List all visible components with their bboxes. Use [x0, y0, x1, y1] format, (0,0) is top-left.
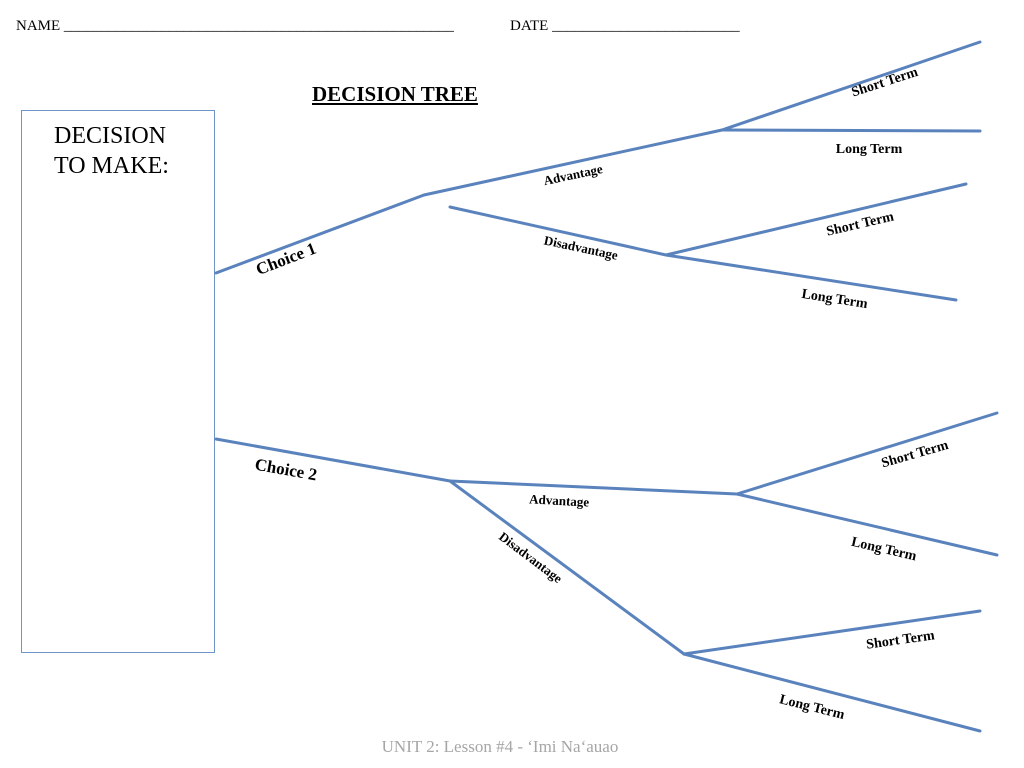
- c2-dis-short-term-branch: [682, 609, 982, 656]
- decision-label: DECISION TO MAKE:: [54, 121, 169, 181]
- c2-dis-short-term-label: Short Term: [865, 628, 936, 652]
- choice1-disadvantage-branch: [448, 205, 668, 257]
- c1-adv-short-term-label: Short Term: [850, 65, 920, 101]
- tree-branches: [214, 40, 999, 733]
- page-title: DECISION TREE: [312, 82, 478, 106]
- c2-adv-long-term-label: Long Term: [850, 535, 919, 565]
- decision-label-line1: DECISION: [54, 123, 166, 149]
- c1-dis-long-term-branch: [664, 253, 958, 302]
- c1-advantage-label: Advantage: [542, 161, 604, 188]
- choice2-label: Choice 2: [253, 455, 318, 485]
- c2-dis-long-term-branch: [682, 652, 982, 733]
- c1-adv-short-term-branch: [720, 40, 982, 132]
- c2-adv-long-term-branch: [735, 492, 999, 557]
- decision-box[interactable]: DECISION TO MAKE:: [21, 110, 215, 653]
- decision-label-line2: TO MAKE:: [54, 153, 169, 179]
- choice2-disadvantage-branch: [448, 479, 686, 656]
- c2-adv-short-term-branch: [735, 411, 999, 496]
- choice2-branch: [214, 437, 452, 483]
- name-field: NAME ___________________________________…: [16, 18, 454, 34]
- choice1-label: Choice 1: [253, 239, 318, 279]
- choice1-branch: [214, 193, 426, 275]
- c1-adv-long-term-label: Long Term: [836, 142, 903, 157]
- c2-advantage-label: Advantage: [529, 491, 590, 509]
- c1-adv-long-term-branch: [720, 128, 982, 133]
- date-field: DATE _________________________: [510, 18, 740, 34]
- c2-dis-long-term-label: Long Term: [778, 692, 846, 723]
- c1-dis-long-term-label: Long Term: [801, 287, 869, 312]
- choice2-advantage-branch: [448, 479, 739, 496]
- footer-text: UNIT 2: Lesson #4 - ‘Imi Na‘auao: [381, 737, 619, 756]
- c1-dis-short-term-branch: [664, 182, 968, 257]
- choice1-advantage-branch: [422, 128, 724, 197]
- c2-adv-short-term-label: Short Term: [880, 438, 951, 471]
